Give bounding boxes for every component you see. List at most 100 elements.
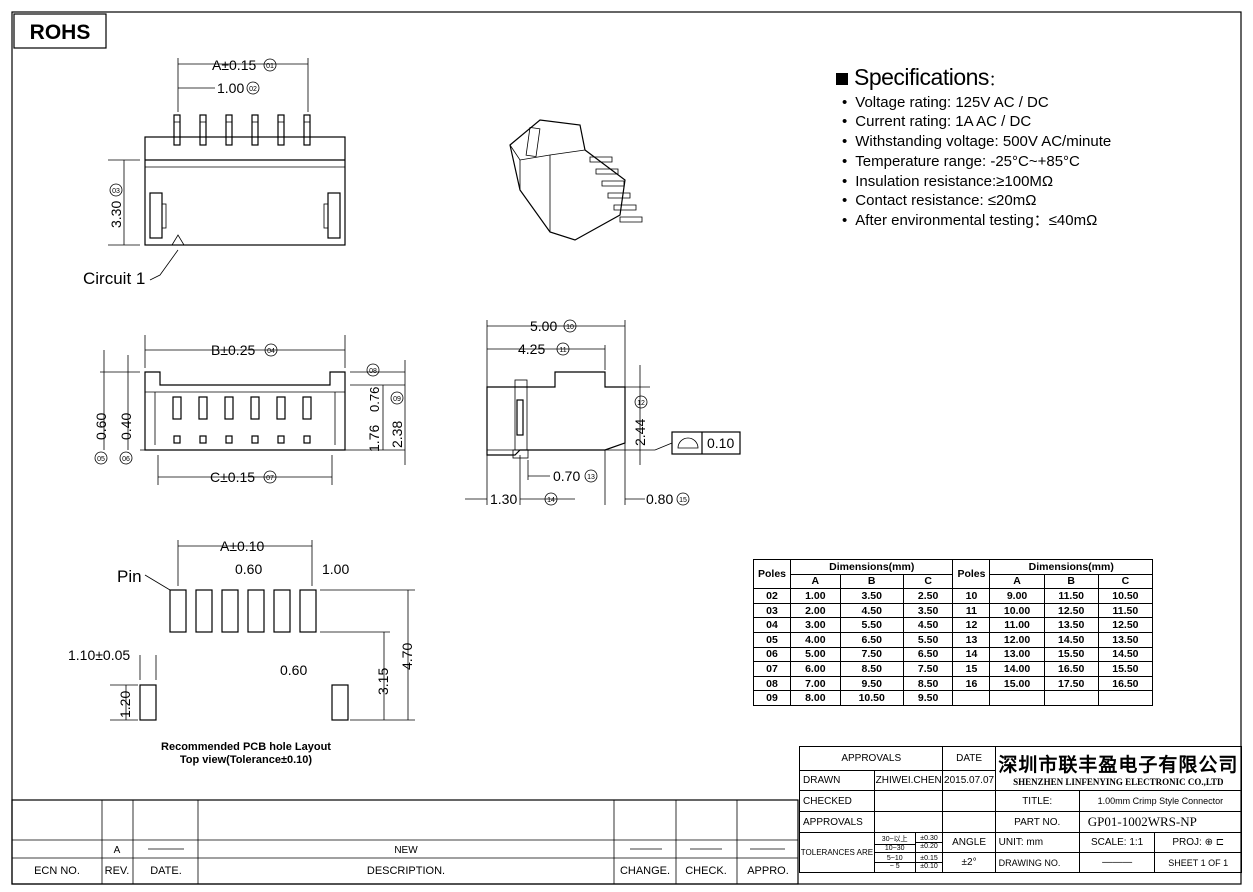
table-cell: 4.50: [839, 602, 904, 619]
drawing-no-label: DRAWING NO.: [994, 852, 1080, 873]
dim-0-40: 0.40: [118, 413, 134, 440]
spec-item: Insulation resistance:≥100MΩ: [836, 172, 1111, 192]
tol-value: ±0.20: [915, 842, 943, 850]
revision-value: A: [114, 845, 121, 856]
callout-03: 03: [112, 188, 120, 195]
pcb-pad: [195, 589, 213, 633]
company-name-cn: 深圳市联丰盈电子有限公司: [998, 755, 1239, 776]
terminal-pin: [173, 114, 181, 146]
table-cell: 13.00: [989, 646, 1045, 663]
rohs-badge: ROHS: [30, 21, 91, 44]
drawing-no-dash: ———: [1078, 852, 1156, 873]
callout-05: 05: [97, 456, 105, 463]
terminal-slot: [224, 396, 234, 420]
callout-11: 11: [559, 347, 566, 354]
tol-range: 5~10: [886, 855, 903, 862]
front-view: [100, 335, 406, 485]
table-cell: 11.50: [1097, 602, 1154, 619]
iso-pin: [589, 156, 613, 163]
spec-item: Current rating: 1A AC / DC: [836, 112, 1111, 132]
dim-0-60-b: 0.60: [280, 662, 307, 678]
table-cell: 12: [952, 617, 991, 633]
dim-3-30: 3.30: [108, 201, 124, 228]
dim-1-20: 1.20: [117, 691, 133, 718]
terminal-pin: [199, 114, 207, 146]
approvals-header: APPROVALS: [798, 746, 944, 771]
column-header: A: [790, 573, 841, 590]
table-cell: 14: [952, 646, 991, 663]
title-label: TITLE:: [994, 790, 1080, 812]
callout-09: 09: [393, 396, 401, 403]
callout-15: 15: [679, 497, 687, 504]
table-cell: 07: [753, 661, 791, 677]
checked-label: CHECKED: [799, 790, 875, 812]
profile-of-surface-icon: [677, 437, 699, 449]
table-cell: 06: [753, 646, 791, 663]
tol-range: 10~30: [874, 843, 915, 852]
table-cell: 6.50: [839, 631, 904, 648]
table-cell: 15.00: [989, 675, 1045, 692]
table-cell: 12.50: [1043, 602, 1099, 619]
table-cell: 15.50: [1043, 646, 1099, 663]
angle-value: ±2°: [942, 852, 996, 873]
dim-2-38: 2.38: [389, 421, 405, 448]
table-cell: 8.50: [839, 661, 904, 677]
revision-header: DESCRIPTION.: [367, 865, 445, 877]
table-cell: 7.50: [902, 661, 954, 677]
table-cell: 04: [753, 617, 791, 633]
angle-label: ANGLE: [942, 832, 996, 853]
table-cell: 7.50: [839, 646, 904, 663]
dim-0-80: 0.80: [646, 491, 673, 507]
table-cell: 5.50: [902, 631, 954, 648]
description-value: NEW: [394, 845, 418, 856]
table-cell: 9.00: [989, 588, 1045, 604]
dim-5-00: 5.00: [530, 318, 557, 334]
table-cell: 13.50: [1097, 631, 1154, 648]
dim-b025: B±0.25: [211, 342, 255, 358]
square-bullet-icon: [836, 73, 848, 85]
table-cell: 10.50: [1097, 588, 1154, 604]
dim-c015: C±0.15: [210, 469, 255, 485]
specs-title-text: Specifications: [854, 64, 989, 90]
table-cell: 4.50: [902, 617, 954, 633]
callout-02: 02: [249, 86, 257, 93]
table-cell: 14.50: [1097, 646, 1154, 663]
company-name-en: SHENZHEN LINFENYING ELECTRONIC CO.,LTD: [1013, 777, 1224, 787]
terminal-foot: [225, 435, 233, 444]
iso-pin: [595, 168, 619, 175]
date-header: DATE: [942, 746, 996, 771]
circuit-1-label: Circuit 1: [83, 269, 145, 288]
part-no-value: GP01-1002WRS-NP: [1078, 811, 1243, 833]
table-cell: 11.00: [989, 617, 1045, 633]
revision-header: REV.: [105, 865, 130, 877]
callout-14: 14: [547, 497, 555, 504]
tol-value: ±0.30: [920, 835, 938, 842]
table-cell: 7.00: [790, 675, 841, 692]
callout-07: 07: [266, 475, 274, 482]
table-cell: 8.00: [790, 690, 841, 706]
column-header: B: [839, 573, 904, 590]
pcb-pad: [299, 589, 317, 633]
spec-item: Voltage rating: 125V AC / DC: [836, 93, 1111, 113]
pcb-pad: [169, 589, 187, 633]
spec-item: Contact resistance: ≤20mΩ: [836, 191, 1111, 211]
table-cell: 16.50: [1097, 675, 1154, 692]
revision-header: DATE.: [150, 865, 182, 877]
table-cell: 15: [952, 661, 991, 677]
pcb-caption-tolerance: Top view(Tolerance±0.10): [180, 754, 313, 766]
table-cell: 9.50: [902, 690, 954, 706]
table-cell: 11.50: [1043, 588, 1099, 604]
table-cell: 5.00: [790, 646, 841, 663]
table-cell: 08: [753, 675, 791, 692]
table-cell: 2.00: [790, 602, 841, 619]
callout-08: 08: [369, 368, 377, 375]
dim-a010: A±0.10: [220, 538, 264, 554]
